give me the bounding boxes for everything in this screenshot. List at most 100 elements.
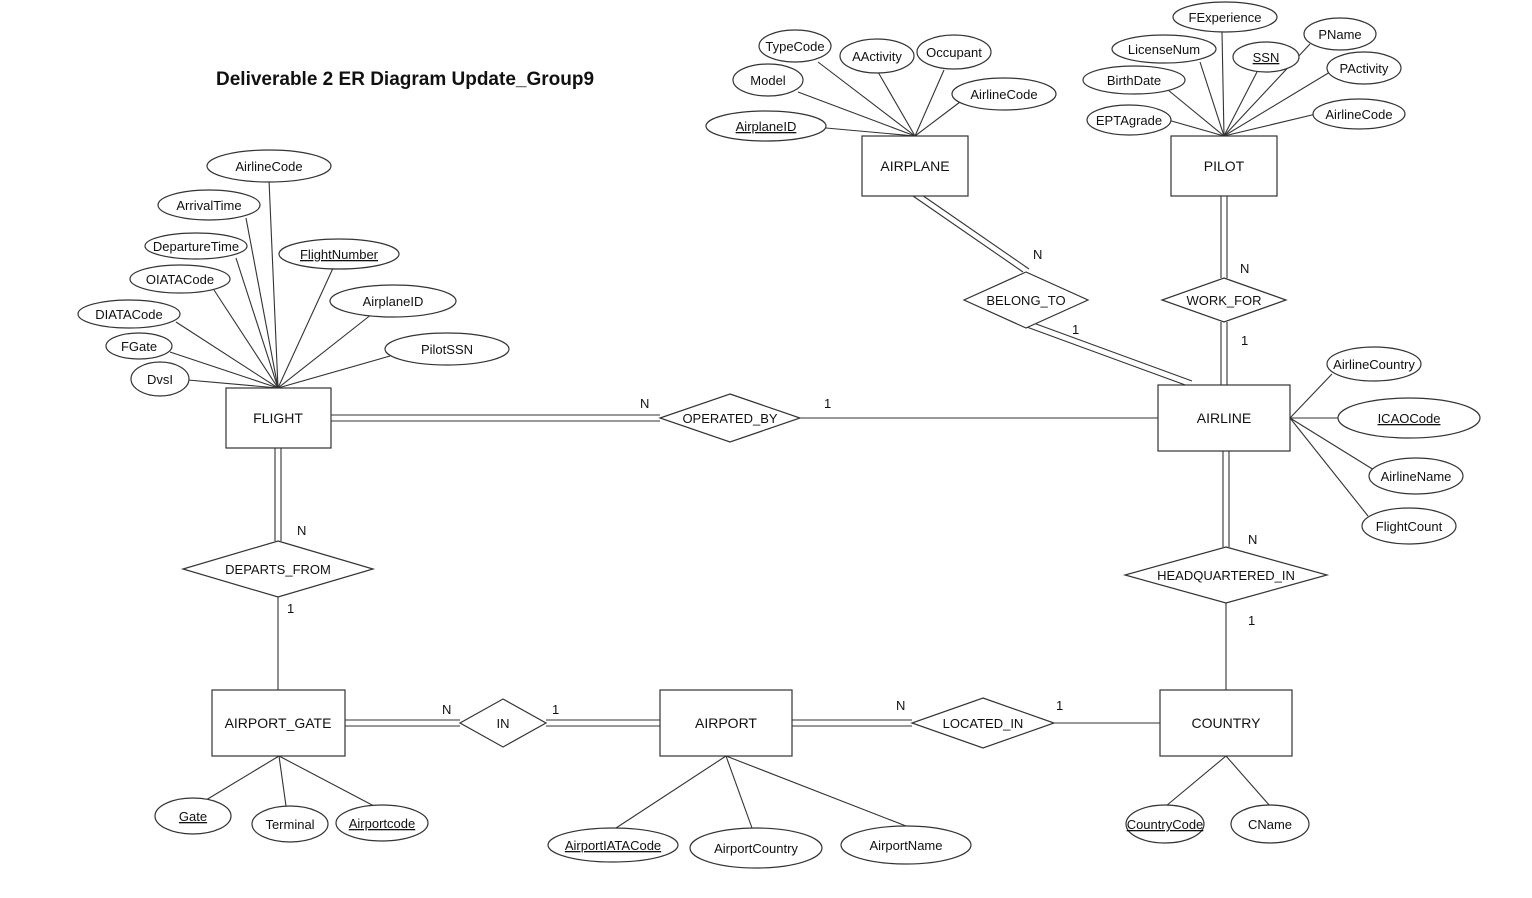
svg-text:AirlineCode: AirlineCode xyxy=(970,87,1037,102)
svg-text:CountryCode: CountryCode xyxy=(1127,817,1204,832)
relationship-located-in: LOCATED_IN xyxy=(910,697,1056,749)
attribute-airportcode-key: Airportcode xyxy=(335,804,429,842)
svg-text:Gate: Gate xyxy=(179,809,207,824)
svg-text:BirthDate: BirthDate xyxy=(1107,73,1161,88)
relationship-belong-to-label: BELONG_TO xyxy=(986,293,1065,308)
attribute-airlinecode-pilot: AirlineCode xyxy=(1312,98,1406,130)
svg-text:PilotSSN: PilotSSN xyxy=(421,342,473,357)
svg-text:DIATACode: DIATACode xyxy=(95,307,162,322)
attribute-ssn-key: SSN xyxy=(1232,41,1300,73)
attribute-oiatacode: OIATACode xyxy=(129,264,231,294)
edges xyxy=(169,31,1375,829)
entity-airport-gate: AIRPORT_GATE xyxy=(211,689,346,757)
attribute-dvsi: DvsI xyxy=(130,361,190,397)
svg-text:AirportCountry: AirportCountry xyxy=(714,841,798,856)
attribute-pactivity: PActivity xyxy=(1326,51,1402,85)
svg-text:FlightCount: FlightCount xyxy=(1376,519,1443,534)
attribute-cname: CName xyxy=(1230,804,1310,844)
svg-text:PActivity: PActivity xyxy=(1340,61,1389,76)
attribute-gate-key: Gate xyxy=(154,797,232,835)
relationship-departs-from-label: DEPARTS_FROM xyxy=(225,562,331,577)
attribute-occupant: Occupant xyxy=(916,34,992,70)
cardinality-departs-from-flight: N xyxy=(297,523,306,538)
relationship-belong-to: BELONG_TO xyxy=(962,271,1090,329)
cardinality-located-in-airport: N xyxy=(896,698,905,713)
svg-text:EPTAgrade: EPTAgrade xyxy=(1096,113,1162,128)
attribute-icaocode-key: ICAOCode xyxy=(1337,397,1481,439)
svg-text:DvsI: DvsI xyxy=(147,372,173,387)
cardinality-belong-to-airline: 1 xyxy=(1072,322,1079,337)
svg-text:SSN: SSN xyxy=(1253,50,1280,65)
entity-airline: AIRLINE xyxy=(1157,384,1291,452)
relationship-in-label: IN xyxy=(497,716,510,731)
attribute-airlinecode-flight: AirlineCode xyxy=(206,149,332,183)
svg-text:TypeCode: TypeCode xyxy=(765,39,824,54)
svg-text:FlightNumber: FlightNumber xyxy=(300,247,379,262)
entity-airplane: AIRPLANE xyxy=(861,135,969,197)
svg-text:OIATACode: OIATACode xyxy=(146,272,214,287)
cardinality-labels: N 1 N 1 N 1 N 1 N 1 N 1 N 1 xyxy=(287,247,1257,717)
relationship-departs-from: DEPARTS_FROM xyxy=(180,540,376,598)
attribute-airplaneid-flight: AirplaneID xyxy=(329,284,457,318)
attribute-model: Model xyxy=(732,63,804,97)
attribute-eptagrade: EPTAgrade xyxy=(1086,104,1172,136)
relationship-headquartered-in-label: HEADQUARTERED_IN xyxy=(1157,568,1295,583)
entity-country: COUNTRY xyxy=(1159,689,1293,757)
svg-text:ArrivalTime: ArrivalTime xyxy=(176,198,241,213)
relationship-operated-by-label: OPERATED_BY xyxy=(682,411,777,426)
attribute-typecode: TypeCode xyxy=(758,29,832,63)
entity-airplane-label: AIRPLANE xyxy=(880,158,949,174)
cardinality-work-for-airline: 1 xyxy=(1241,333,1248,348)
entity-airline-label: AIRLINE xyxy=(1197,410,1251,426)
attribute-fexperience: FExperience xyxy=(1172,1,1278,33)
attribute-birthdate: BirthDate xyxy=(1082,65,1186,95)
svg-text:Airportcode: Airportcode xyxy=(349,816,415,831)
cardinality-headquartered-in-airline: N xyxy=(1248,532,1257,547)
relationship-located-in-label: LOCATED_IN xyxy=(943,716,1024,731)
svg-text:AirplaneID: AirplaneID xyxy=(736,119,797,134)
cardinality-work-for-pilot: N xyxy=(1240,261,1249,276)
entity-flight-label: FLIGHT xyxy=(253,410,303,426)
entity-pilot: PILOT xyxy=(1170,135,1278,197)
cardinality-in-gate: N xyxy=(442,702,451,717)
attribute-arrivaltime: ArrivalTime xyxy=(157,189,261,221)
svg-text:AirplaneID: AirplaneID xyxy=(363,294,424,309)
relationship-headquartered-in: HEADQUARTERED_IN xyxy=(1122,546,1330,604)
svg-text:PName: PName xyxy=(1318,27,1361,42)
cardinality-operated-by-flight: N xyxy=(640,396,649,411)
entity-pilot-label: PILOT xyxy=(1204,158,1245,174)
entity-airport-gate-label: AIRPORT_GATE xyxy=(225,715,332,731)
cardinality-located-in-country: 1 xyxy=(1056,698,1063,713)
cardinality-belong-to-airplane: N xyxy=(1033,247,1042,262)
relationship-operated-by: OPERATED_BY xyxy=(658,393,802,443)
attribute-diatacode: DIATACode xyxy=(77,299,181,329)
attribute-airportcountry: AirportCountry xyxy=(689,827,823,869)
attribute-departuretime: DepartureTime xyxy=(144,232,248,260)
cardinality-departs-from-gate: 1 xyxy=(287,601,294,616)
svg-text:FGate: FGate xyxy=(121,339,157,354)
svg-text:AirlineCode: AirlineCode xyxy=(235,159,302,174)
attribute-terminal: Terminal xyxy=(251,805,329,843)
attribute-aactivity: AActivity xyxy=(839,38,915,74)
svg-text:CName: CName xyxy=(1248,817,1292,832)
attribute-fgate: FGate xyxy=(105,332,173,360)
svg-text:AirportName: AirportName xyxy=(870,838,943,853)
entity-airport-label: AIRPORT xyxy=(695,715,757,731)
relationship-work-for: WORK_FOR xyxy=(1160,277,1288,323)
attribute-countrycode-key: CountryCode xyxy=(1125,804,1205,844)
svg-text:ICAOCode: ICAOCode xyxy=(1378,411,1441,426)
attribute-airplaneid-key: AirplaneID xyxy=(705,110,827,142)
attribute-flightcount: FlightCount xyxy=(1361,507,1457,545)
attribute-airportiatacode-key: AirportIATACode xyxy=(547,827,679,863)
attribute-airlinecode-airplane: AirlineCode xyxy=(951,77,1057,111)
relationship-work-for-label: WORK_FOR xyxy=(1186,293,1261,308)
svg-text:DepartureTime: DepartureTime xyxy=(153,239,239,254)
svg-text:AirlineName: AirlineName xyxy=(1381,469,1452,484)
svg-text:Occupant: Occupant xyxy=(926,45,982,60)
entity-country-label: COUNTRY xyxy=(1192,715,1262,731)
attribute-licensenum: LicenseNum xyxy=(1111,34,1217,64)
cardinality-headquartered-in-country: 1 xyxy=(1248,613,1255,628)
svg-text:AirlineCode: AirlineCode xyxy=(1325,107,1392,122)
svg-text:AirlineCountry: AirlineCountry xyxy=(1333,357,1415,372)
